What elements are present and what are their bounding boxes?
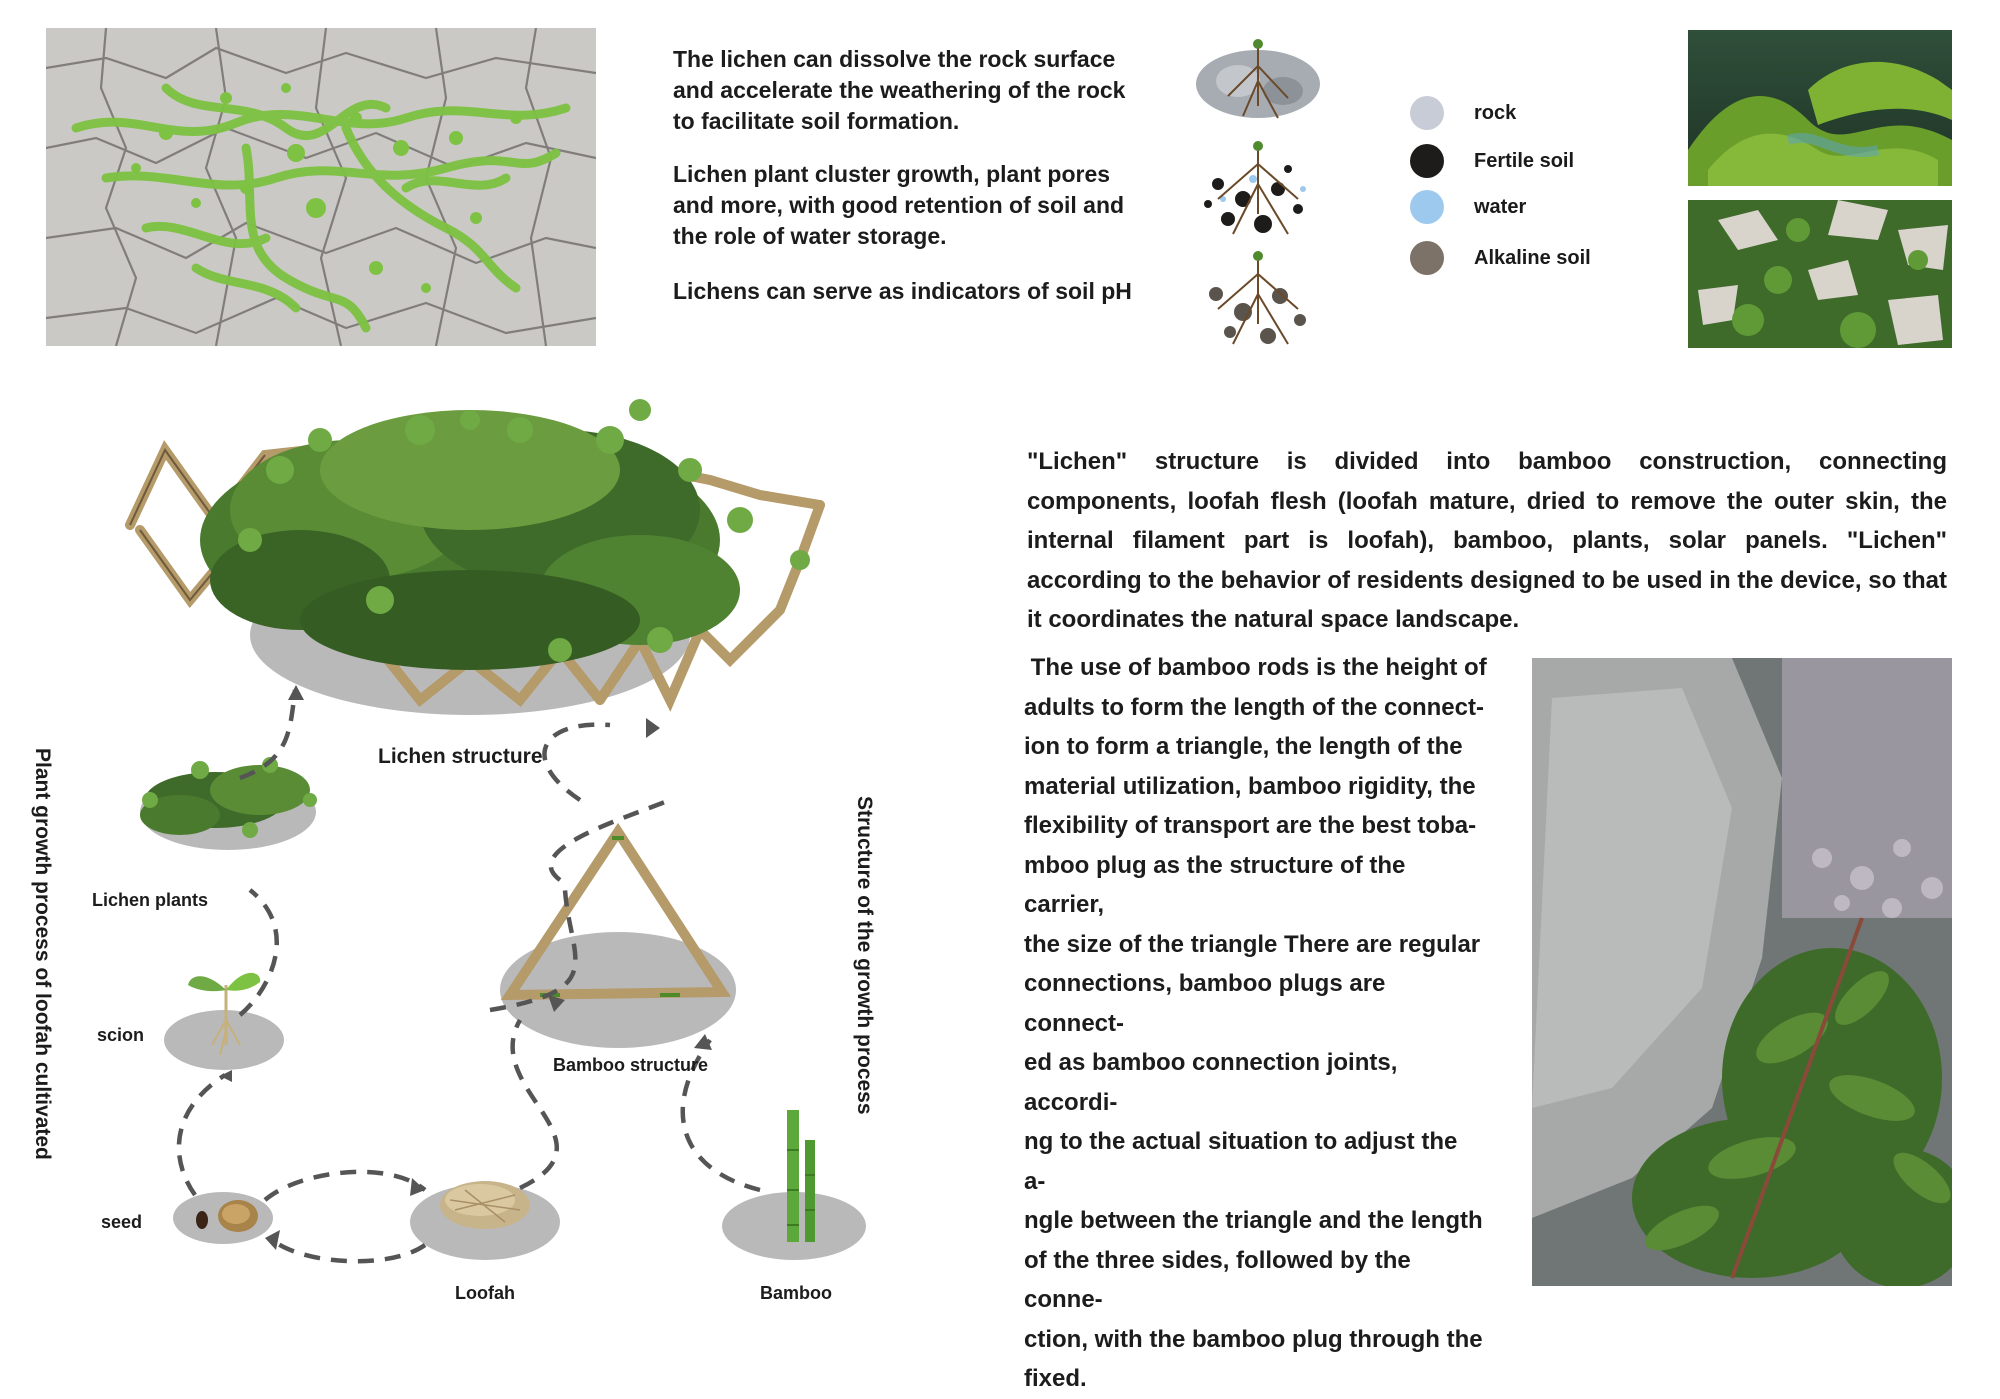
bamboo-triangle-joints xyxy=(540,836,680,997)
moss-photo xyxy=(1688,30,1952,186)
description-line: the size of the triangle There are regul… xyxy=(1024,930,1481,958)
description-line: flexibility of transport are the best to… xyxy=(1024,812,1477,839)
description-line: ngle between the triangle and the length xyxy=(1024,1207,1483,1234)
fertile-soil-root-icon xyxy=(1204,141,1306,235)
intro-text: The lichen can dissolve the rock surface… xyxy=(673,44,1143,329)
cracked-earth-lichen-image xyxy=(46,28,596,346)
description-line: adults to form the length of the connect… xyxy=(1024,693,1484,721)
root-illustrations xyxy=(1188,36,1328,356)
lichen-plants-ivy xyxy=(140,757,317,838)
label-seed: seed xyxy=(101,1212,143,1232)
description-line: mboo plug as the structure of the carrie… xyxy=(1024,851,1406,919)
description-line: The use of bamboo rods is the height of xyxy=(1024,654,1487,681)
bamboo-triangle xyxy=(500,822,732,1001)
description-line: ed as bamboo connection joints, accordi- xyxy=(1024,1049,1398,1116)
process-arrows xyxy=(176,689,761,1264)
legend-item-rock: rock xyxy=(1410,96,1516,130)
cracked-earth-illustration xyxy=(46,28,596,346)
root-soil-icons xyxy=(1196,39,1320,345)
lichen-plants-disc xyxy=(140,774,316,850)
description-line: ction, with the bamboo plug through the xyxy=(1024,1325,1483,1353)
intro-paragraph-1: The lichen can dissolve the rock surface… xyxy=(673,46,1126,134)
rock-plant-photo xyxy=(1532,658,1952,1286)
label-loofah: Loofah xyxy=(455,1283,515,1303)
lichen-structure-disc xyxy=(250,555,690,715)
description-line: ng to the actual situation to adjust the… xyxy=(1024,1128,1458,1195)
alkaline-soil-root-icon xyxy=(1209,251,1306,345)
bamboo-structure-disc xyxy=(500,932,736,1048)
description-paragraph-1-block: "Lichen" structure is divided into bambo… xyxy=(1027,442,1947,640)
water-swatch-icon xyxy=(1410,190,1444,224)
vertical-label-structure-growth: Structure of the growth process xyxy=(853,796,876,1115)
loofah-disc xyxy=(410,1184,560,1260)
label-lichen-plants: Lichen plants xyxy=(92,890,209,910)
seed-icon xyxy=(196,1200,258,1232)
bamboo-frame xyxy=(125,434,825,712)
description-paragraph-2-block: The use of bamboo rods is the height of … xyxy=(1024,648,1487,1399)
arrow-heads xyxy=(220,685,712,1250)
label-bamboo-structure: Bamboo structure xyxy=(553,1055,709,1075)
legend-item-water: water xyxy=(1410,190,1526,224)
ivy-leaves xyxy=(238,399,810,662)
label-scion: scion xyxy=(97,1025,145,1045)
bamboo-disc xyxy=(722,1192,866,1260)
rock-root-icon xyxy=(1196,39,1320,119)
vertical-label-plant-growth: Plant growth process of loofah cultivate… xyxy=(31,748,54,1160)
legend-label: water xyxy=(1474,195,1527,218)
scion-disc xyxy=(164,1010,284,1070)
legend-label: Alkaline soil xyxy=(1474,246,1591,269)
intro-paragraph-3: Lichens can serve as indicators of soil … xyxy=(673,278,1132,304)
legend-item-alkaline-soil: Alkaline soil xyxy=(1410,241,1591,275)
description-paragraph-1: "Lichen" structure is divided into bambo… xyxy=(1027,448,1947,633)
plants-on-rocks-illustration xyxy=(1688,200,1952,348)
description-line: of the three sides, followed by the conn… xyxy=(1024,1246,1411,1314)
rock-plant-photo-illustration xyxy=(1532,658,1952,1286)
seed-disc xyxy=(173,1192,273,1244)
description-line: fixed. xyxy=(1024,1365,1087,1392)
fertile-soil-swatch-icon xyxy=(1410,144,1444,178)
scion-plant xyxy=(188,972,261,1056)
bamboo-frame-joints xyxy=(129,448,281,611)
label-bamboo: Bamboo xyxy=(760,1283,832,1303)
plants-on-rocks-photo xyxy=(1688,200,1952,348)
intro-paragraph-2: Lichen plant cluster growth, plant pores… xyxy=(673,161,1125,249)
loofah-icon xyxy=(440,1181,530,1229)
alkaline-soil-swatch-icon xyxy=(1410,241,1444,275)
description-line: ion to form a triangle, the length of th… xyxy=(1024,733,1463,760)
ivy-foliage xyxy=(200,410,740,670)
label-lichen-structure: Lichen structure xyxy=(378,745,543,768)
legend-item-fertile-soil: Fertile soil xyxy=(1410,144,1574,178)
description-line: material utilization, bamboo rigidity, t… xyxy=(1024,772,1476,800)
legend-label: Fertile soil xyxy=(1474,149,1575,172)
rock-swatch-icon xyxy=(1410,96,1444,130)
legend-label: rock xyxy=(1474,101,1517,124)
description-line: connections, bamboo plugs are connect- xyxy=(1024,970,1386,1037)
bamboo-stalks-icon xyxy=(787,1110,815,1242)
moss-photo-illustration xyxy=(1688,30,1952,186)
